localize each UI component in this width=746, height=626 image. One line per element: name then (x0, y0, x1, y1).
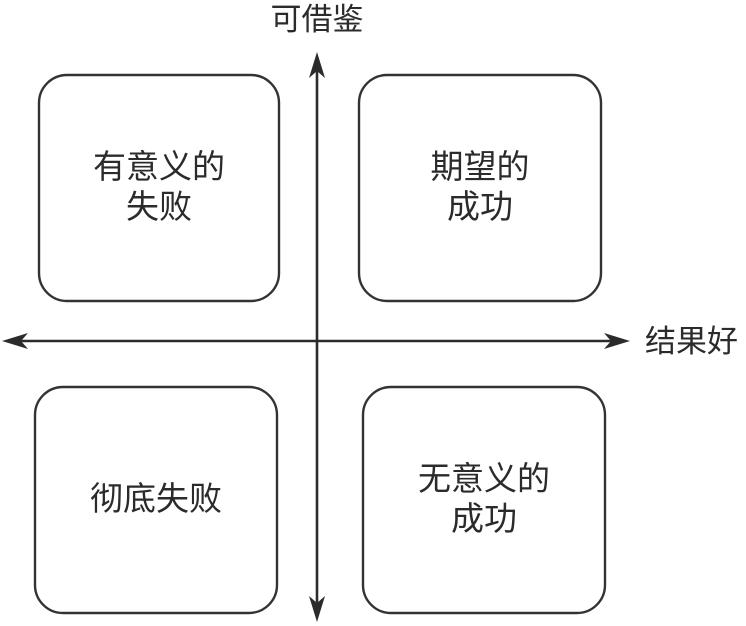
vertical-axis-arrow-up (309, 52, 325, 78)
quadrant-bottom-right-label-line2: 成功 (451, 499, 517, 538)
horizontal-axis-arrow-left (2, 333, 28, 349)
quadrant-box-bottom-left (33, 385, 279, 615)
quadrant-top-right-label-line1: 期望的 (431, 147, 530, 186)
quadrant-top-right-label-line2: 成功 (447, 187, 513, 226)
quadrant-bottom-left-label: 彻底失败 (90, 479, 222, 518)
horizontal-axis-arrow-right (604, 333, 630, 349)
vertical-axis-label: 可借鉴 (271, 2, 364, 38)
quadrant-box-bottom-right (361, 385, 607, 615)
quadrant-bottom-right-label-line1: 无意义的 (418, 459, 550, 498)
quadrant-top-left-label-line2: 失败 (126, 187, 192, 226)
quadrant-top-left-label-line1: 有意义的 (93, 147, 225, 186)
horizontal-axis-label: 结果好 (645, 324, 738, 360)
quadrant-box-top-right (357, 73, 603, 303)
quadrant-box-top-left (37, 73, 281, 303)
vertical-axis-arrow-down (309, 596, 325, 622)
